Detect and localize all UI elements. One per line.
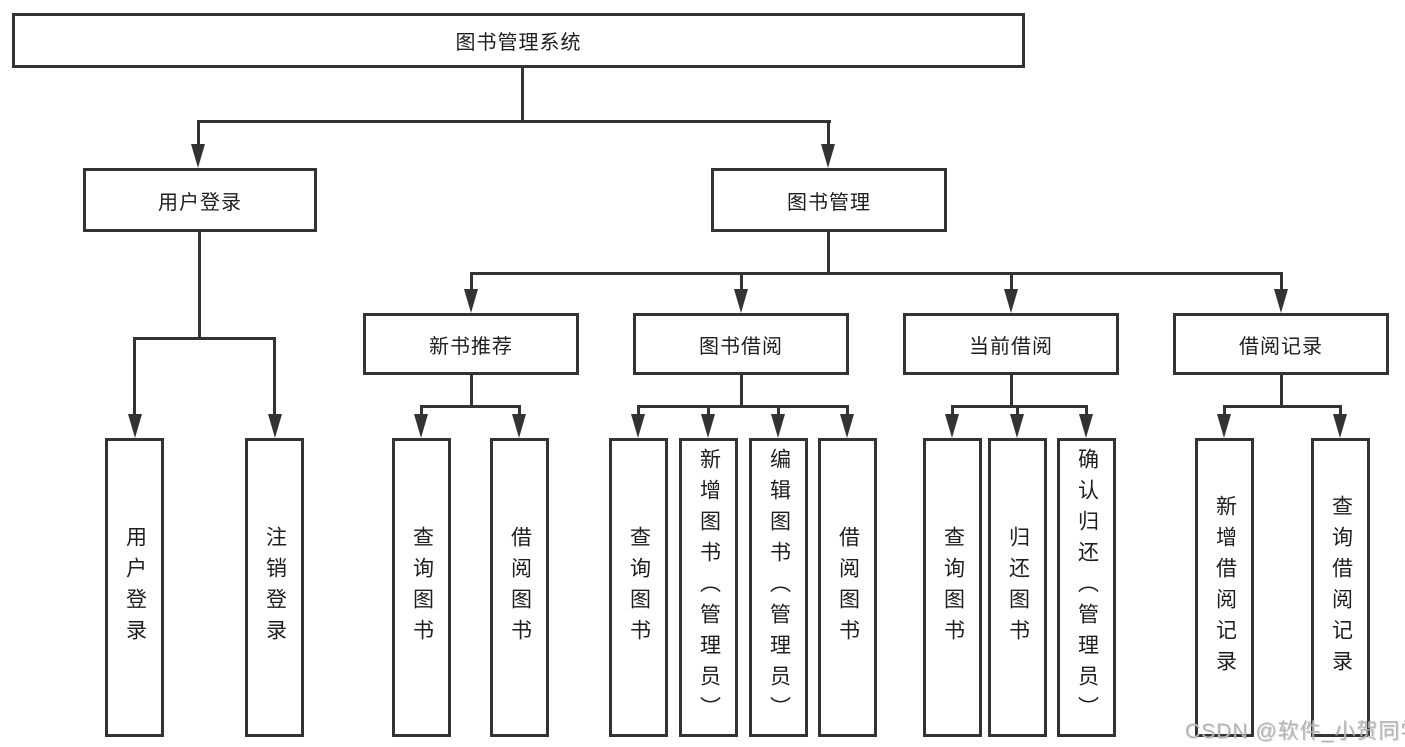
arrow-down-icon <box>945 414 959 438</box>
arrow-down-icon <box>1333 414 1347 438</box>
leaf-user-login-label: 用户登录 <box>123 525 147 650</box>
connector-line <box>197 120 831 123</box>
leaf-confirm-return-admin: 确认归还（管理员） <box>1057 438 1116 737</box>
arrow-down-icon <box>464 289 478 313</box>
leaf-return-book-label: 归还图书 <box>1006 525 1030 650</box>
leaf-add-book-admin: 新增图书（管理员） <box>679 438 738 737</box>
connector-line <box>846 405 849 417</box>
leaf-query-book-borrow: 查询图书 <box>609 438 668 737</box>
node-new-book-recommend: 新书推荐 <box>363 313 579 375</box>
connector-line <box>951 405 954 417</box>
connector-line <box>420 405 423 417</box>
node-user-login-label: 用户登录 <box>158 191 242 214</box>
leaf-borrow-book-recommend: 借阅图书 <box>490 438 549 737</box>
connector-line <box>518 405 521 417</box>
connector-line <box>470 272 1283 275</box>
connector-line <box>470 272 473 292</box>
leaf-user-login: 用户登录 <box>105 438 164 737</box>
leaf-query-book-current-label: 查询图书 <box>941 525 965 650</box>
connector-line <box>637 405 849 408</box>
connector-line <box>707 405 710 417</box>
leaf-query-book-current: 查询图书 <box>923 438 982 737</box>
connector-line <box>1223 405 1226 417</box>
arrow-down-icon <box>821 144 835 168</box>
leaf-edit-book-admin: 编辑图书（管理员） <box>749 438 808 737</box>
arrow-down-icon <box>1004 289 1018 313</box>
connector-line <box>637 405 640 417</box>
arrow-down-icon <box>268 414 282 438</box>
leaf-add-borrow-record: 新增借阅记录 <box>1195 438 1254 737</box>
leaf-query-borrow-record-label: 查询借阅记录 <box>1329 494 1353 681</box>
connector-line <box>521 66 524 122</box>
connector-line <box>1010 272 1013 292</box>
leaf-query-book-recommend-label: 查询图书 <box>410 525 434 650</box>
connector-line <box>740 375 743 407</box>
connector-line <box>133 337 276 340</box>
node-borrow-record: 借阅记录 <box>1173 313 1389 375</box>
connector-line <box>197 120 200 147</box>
leaf-borrow-book-label: 借阅图书 <box>836 525 860 650</box>
leaf-logout: 注销登录 <box>245 438 304 737</box>
connector-line <box>1016 405 1019 417</box>
leaf-edit-book-admin-label: 编辑图书（管理员） <box>767 448 791 727</box>
node-current-borrow: 当前借阅 <box>903 313 1119 375</box>
arrow-down-icon <box>414 414 428 438</box>
leaf-confirm-return-admin-label: 确认归还（管理员） <box>1075 448 1099 727</box>
connector-line <box>827 120 830 147</box>
leaf-query-borrow-record: 查询借阅记录 <box>1311 438 1370 737</box>
arrow-down-icon <box>840 414 854 438</box>
leaf-return-book: 归还图书 <box>988 438 1047 737</box>
leaf-borrow-book: 借阅图书 <box>818 438 877 737</box>
connector-line <box>1223 405 1342 408</box>
arrow-down-icon <box>512 414 526 438</box>
leaf-borrow-book-recommend-label: 借阅图书 <box>508 525 532 650</box>
arrow-down-icon <box>771 414 785 438</box>
connector-line <box>420 405 521 408</box>
leaf-add-borrow-record-label: 新增借阅记录 <box>1213 494 1237 681</box>
leaf-query-book-borrow-label: 查询图书 <box>627 525 651 650</box>
arrow-down-icon <box>1079 414 1093 438</box>
node-user-login: 用户登录 <box>83 168 317 232</box>
connector-line <box>273 337 276 416</box>
node-book-management-label: 图书管理 <box>787 191 871 214</box>
leaf-add-book-admin-label: 新增图书（管理员） <box>697 448 721 727</box>
arrow-down-icon <box>1274 289 1288 313</box>
connector-line <box>198 232 201 340</box>
connector-line <box>777 405 780 417</box>
node-root-label: 图书管理系统 <box>455 32 582 54</box>
node-root: 图书管理系统 <box>12 13 1025 68</box>
connector-line <box>470 375 473 407</box>
connector-line <box>951 405 1088 408</box>
connector-line <box>740 272 743 292</box>
connector-line <box>1010 375 1013 407</box>
node-book-borrow: 图书借阅 <box>633 313 849 375</box>
connector-line <box>1280 375 1283 407</box>
node-book-management: 图书管理 <box>711 168 947 232</box>
arrow-down-icon <box>191 144 205 168</box>
arrow-down-icon <box>1010 414 1024 438</box>
arrow-down-icon <box>701 414 715 438</box>
watermark: CSDN @软件_小贺同学 <box>1185 720 1405 743</box>
leaf-query-book-recommend: 查询图书 <box>392 438 451 737</box>
connector-line <box>1085 405 1088 417</box>
connector-line <box>133 337 136 416</box>
connector-line <box>827 231 830 275</box>
leaf-logout-label: 注销登录 <box>263 525 287 650</box>
arrow-down-icon <box>1217 414 1231 438</box>
node-new-book-recommend-label: 新书推荐 <box>429 335 513 358</box>
node-borrow-record-label: 借阅记录 <box>1239 335 1323 358</box>
arrow-down-icon <box>128 414 142 438</box>
arrow-down-icon <box>734 289 748 313</box>
arrow-down-icon <box>631 414 645 438</box>
connector-line <box>1280 272 1283 292</box>
node-book-borrow-label: 图书借阅 <box>699 335 783 358</box>
node-current-borrow-label: 当前借阅 <box>969 335 1053 358</box>
connector-line <box>1339 405 1342 417</box>
